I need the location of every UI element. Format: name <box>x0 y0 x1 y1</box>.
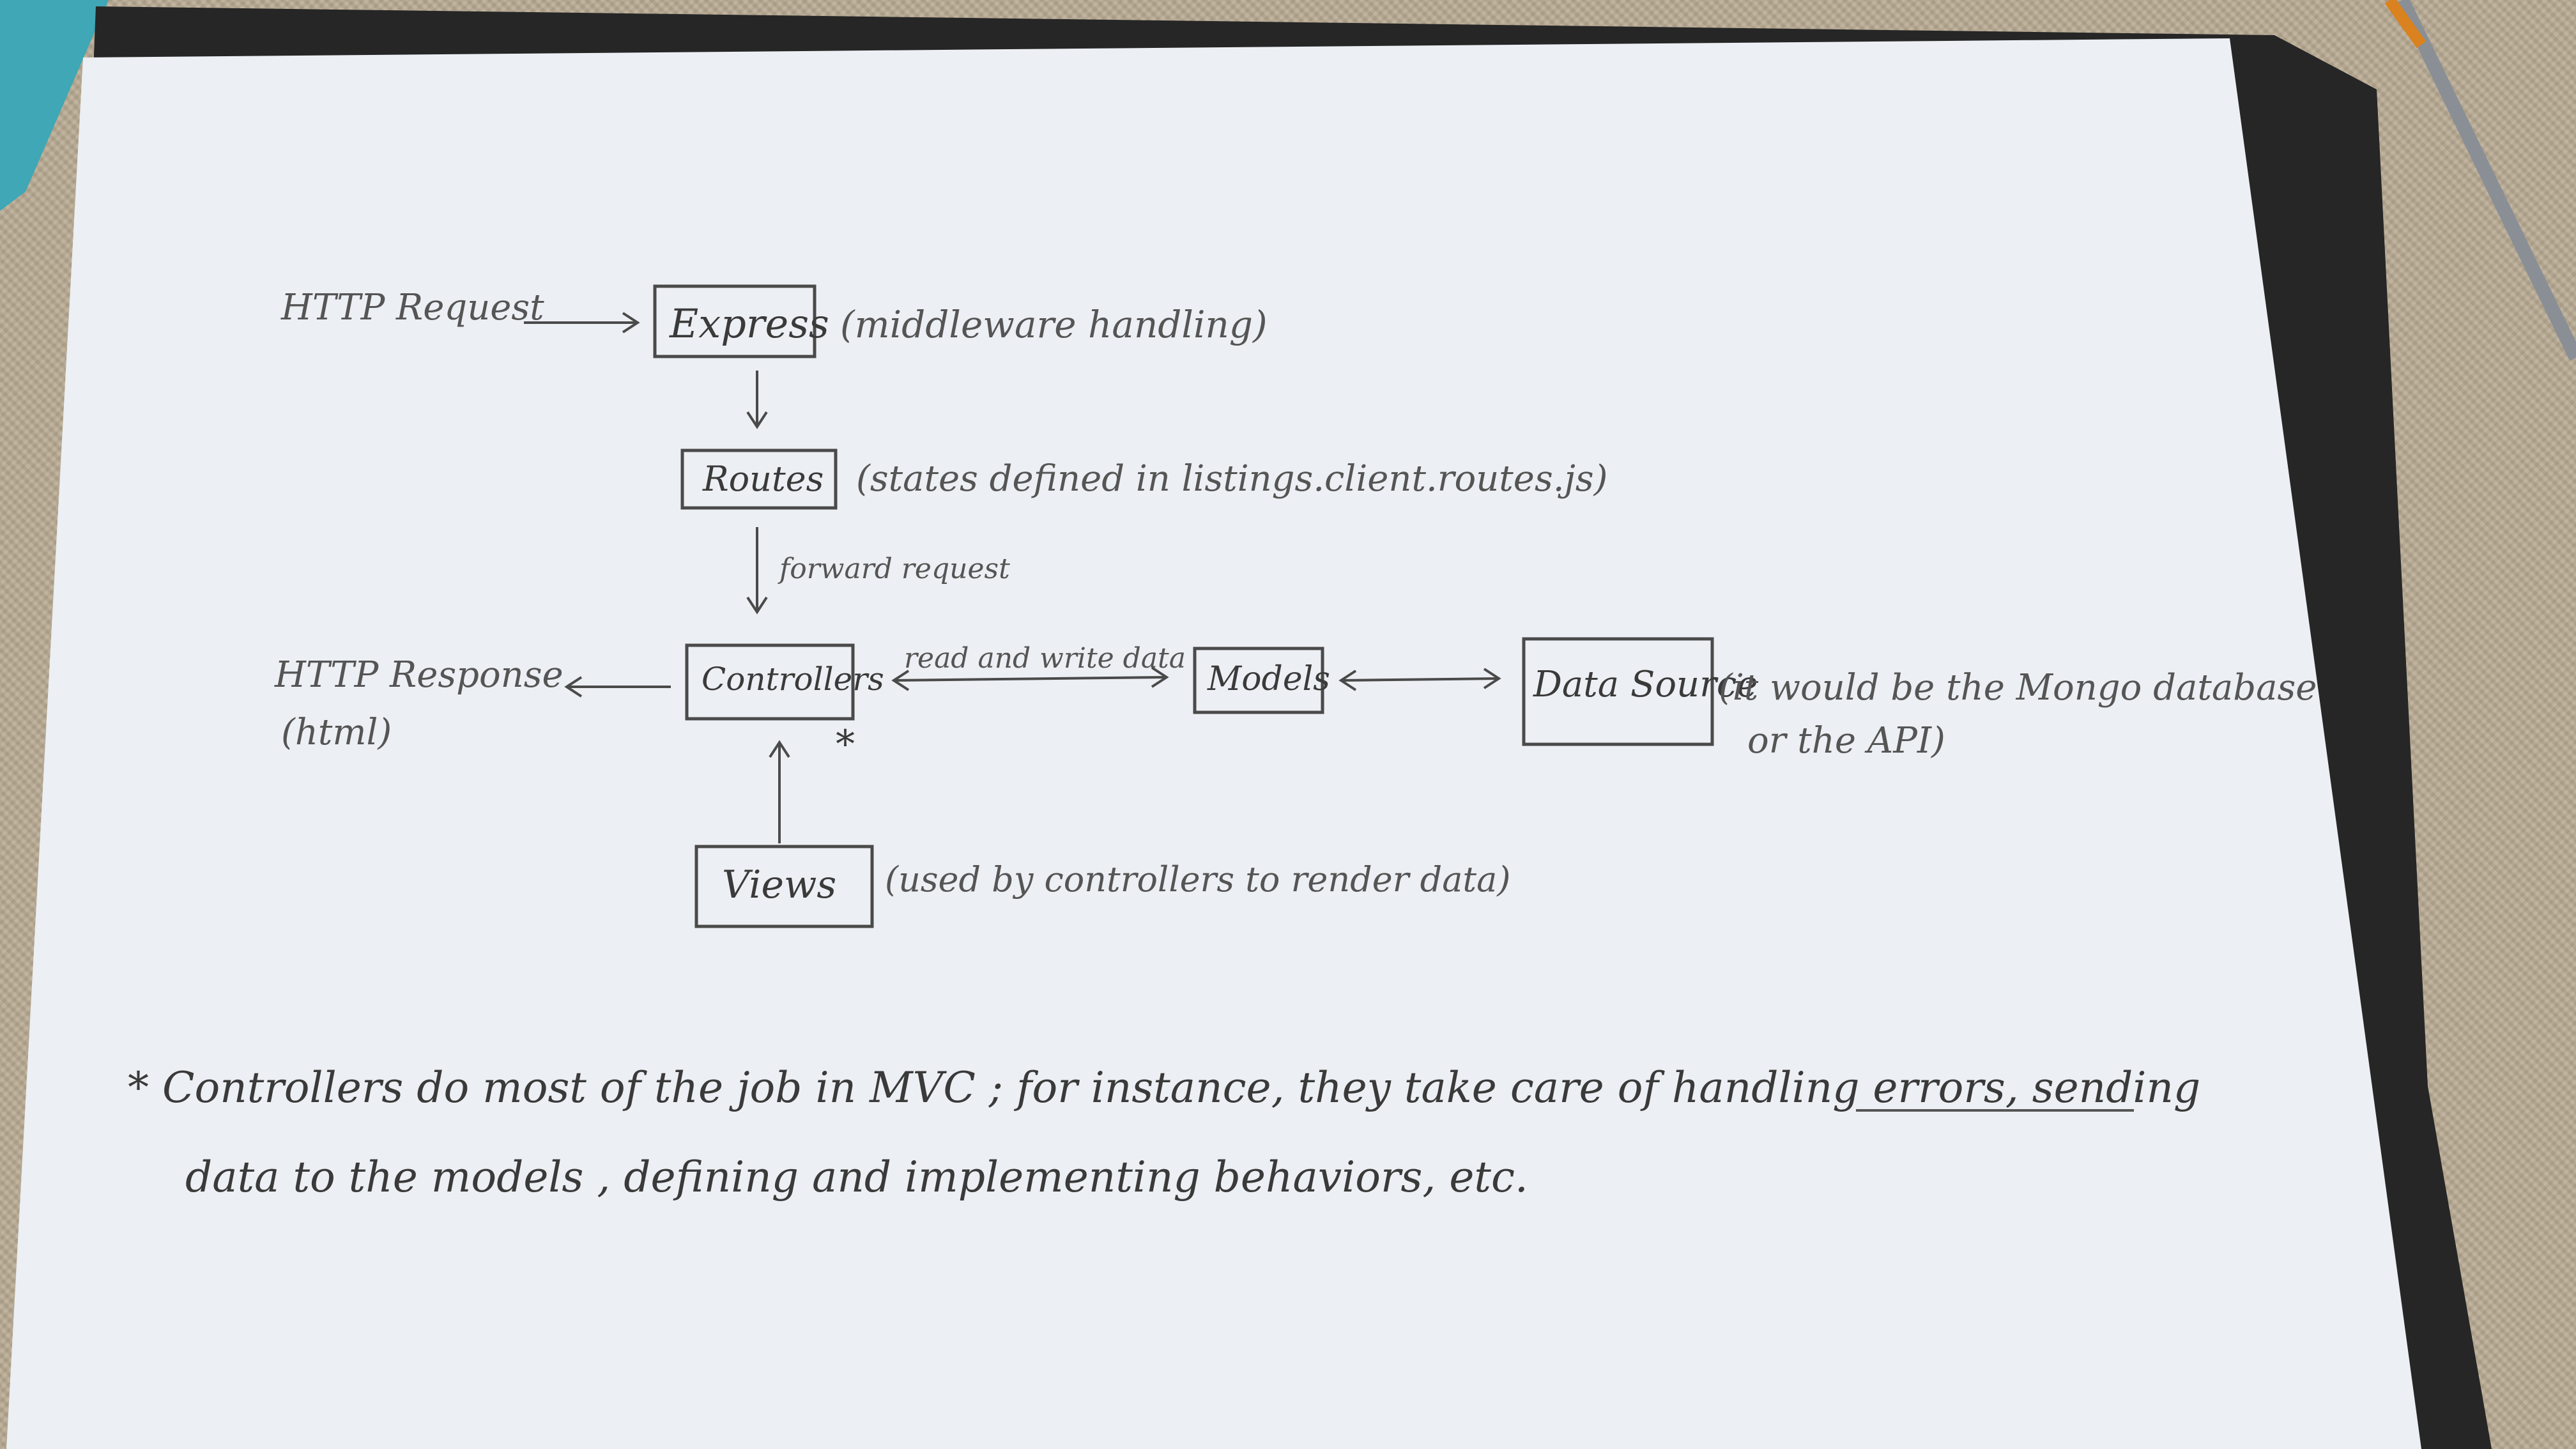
controllers-models-arrowhead-right <box>1151 666 1169 688</box>
http-response-format: (html) <box>281 712 392 753</box>
express-label: Express <box>669 300 829 347</box>
data-source-label: Data Source <box>1533 664 1758 705</box>
request-arrowhead <box>622 312 640 334</box>
express-box <box>653 284 816 358</box>
http-response-label: HTTP Response <box>274 654 564 696</box>
views-note: (used by controllers to render data) <box>885 859 1510 900</box>
models-label: Models <box>1207 660 1330 698</box>
paper-sheet <box>6 38 2421 1449</box>
views-box <box>694 845 874 928</box>
data-source-box <box>1522 637 1714 746</box>
express-note: (middleware handling) <box>840 303 1268 346</box>
models-datasource-arrow <box>1341 677 1499 682</box>
http-request-label: HTTP Request <box>280 287 544 328</box>
response-arrowhead <box>564 676 583 698</box>
controllers-models-arrow <box>894 676 1167 682</box>
controllers-box <box>685 643 855 721</box>
routes-note: (states defined in listings.client.route… <box>856 458 1607 500</box>
forward-request-label: forward request <box>778 553 1010 585</box>
express-routes-arrowhead <box>746 411 768 429</box>
footnote-line-1: * Controllers do most of the job in MVC … <box>128 1063 2200 1112</box>
models-datasource-arrowhead-left <box>1338 670 1357 691</box>
views-label: Views <box>722 862 836 907</box>
routes-controllers-arrowhead <box>746 596 768 615</box>
routes-label: Routes <box>702 459 824 499</box>
teal-object <box>0 0 109 211</box>
pen <box>2396 0 2576 361</box>
models-datasource-arrowhead-right <box>1483 668 1501 689</box>
data-source-note: (it would be the Mongo database <box>1719 667 2317 709</box>
data-source-note-2: or the API) <box>1747 720 1945 762</box>
read-write-label: read and write data <box>904 642 1186 675</box>
routes-box <box>680 448 838 510</box>
controllers-asterisk: * <box>836 722 855 767</box>
controllers-models-arrowhead-left <box>891 670 910 691</box>
pen-cap <box>2384 0 2426 49</box>
views-controllers-arrowhead <box>769 740 790 758</box>
controllers-label: Controllers <box>702 661 884 698</box>
models-box <box>1193 647 1324 714</box>
footnote-line-2: data to the models , defining and implem… <box>185 1153 1528 1202</box>
